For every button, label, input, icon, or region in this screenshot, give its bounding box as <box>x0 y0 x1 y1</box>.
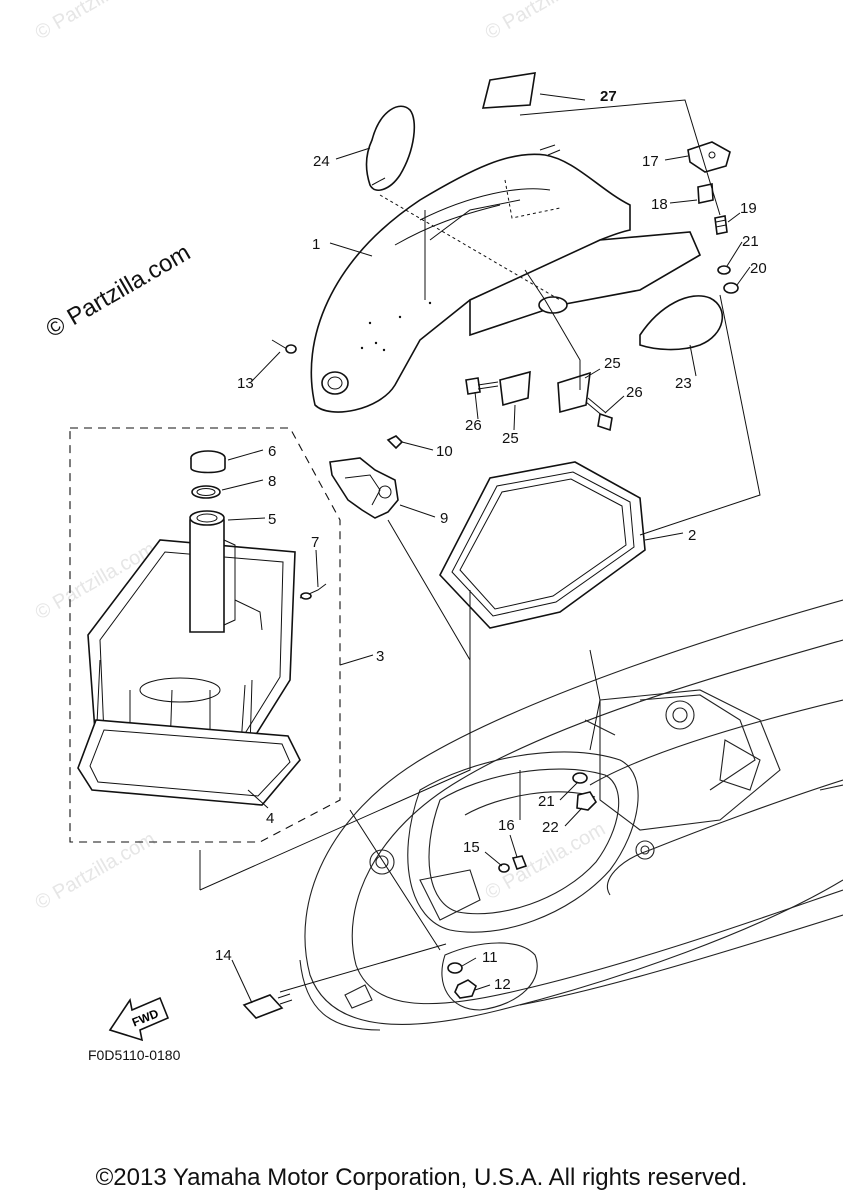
callout-3: 3 <box>376 648 384 665</box>
callout-26-right: 26 <box>626 384 643 401</box>
partzilla-watermark: © Partzilla.com <box>42 239 196 343</box>
callout-7: 7 <box>311 534 319 551</box>
callout-5: 5 <box>268 511 276 528</box>
side-pad <box>639 295 724 351</box>
watermark: © Partzilla.com <box>32 828 160 914</box>
callout-19: 19 <box>740 200 757 217</box>
latch-assembly <box>329 435 404 519</box>
handle-14 <box>242 993 293 1019</box>
hood-cover <box>310 144 702 413</box>
assembly-lines <box>199 99 761 993</box>
callout-24: 24 <box>313 153 330 170</box>
callout-21-hull: 21 <box>538 793 555 810</box>
callout-8: 8 <box>268 473 276 490</box>
callout-25-right: 25 <box>604 355 621 372</box>
callout-9: 9 <box>440 510 448 527</box>
watermark: © Partzilla.com <box>482 0 610 44</box>
callout-13: 13 <box>237 375 254 392</box>
mount-hardware <box>465 370 613 432</box>
figure-code: F0D5110-0180 <box>88 1047 181 1063</box>
callout-15: 15 <box>463 839 480 856</box>
callout-14: 14 <box>215 947 232 964</box>
callout-20: 20 <box>750 260 767 277</box>
decal-label <box>481 72 536 109</box>
watermark: © Partzilla.com <box>32 0 160 44</box>
callout-23: 23 <box>675 375 692 392</box>
callout-26-left: 26 <box>465 417 482 434</box>
callout-12: 12 <box>494 976 511 993</box>
callout-25-left: 25 <box>502 430 519 447</box>
callout-10: 10 <box>436 443 453 460</box>
callout-6: 6 <box>268 443 276 460</box>
callout-leaders <box>221 93 751 1004</box>
storage-bin-group <box>69 427 341 843</box>
rear-pad <box>365 105 416 191</box>
hull-outline <box>299 599 843 1031</box>
bracket-assembly <box>687 141 739 294</box>
copyright-notice: ©2013 Yamaha Motor Corporation, U.S.A. A… <box>95 1164 748 1191</box>
callout-2: 2 <box>688 527 696 544</box>
callout-16: 16 <box>498 817 515 834</box>
callout-22: 22 <box>542 819 559 836</box>
callout-21-top: 21 <box>742 233 759 250</box>
callout-11: 11 <box>482 949 498 966</box>
hatch-gasket <box>439 461 646 629</box>
callout-18: 18 <box>651 196 668 213</box>
callout-4: 4 <box>266 810 274 827</box>
hull-hardware <box>447 772 598 999</box>
callout-27: 27 <box>600 88 617 105</box>
callout-17: 17 <box>642 153 659 170</box>
screw-13 <box>271 339 297 354</box>
callouts: 1 2 3 4 5 6 7 8 9 10 11 12 13 14 15 16 1… <box>215 88 767 993</box>
fwd-arrow: FWD <box>108 996 170 1042</box>
callout-1: 1 <box>312 236 320 253</box>
